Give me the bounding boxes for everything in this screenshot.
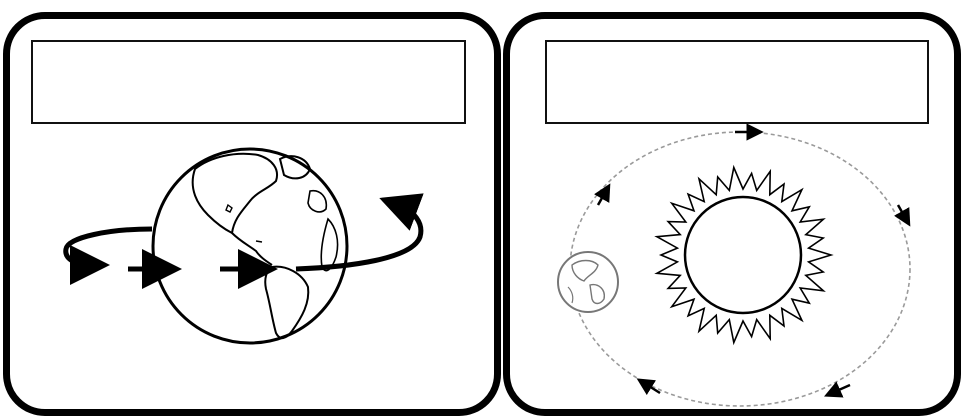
orbit-arrow-icon — [598, 191, 606, 205]
earth-globe-icon — [153, 149, 347, 343]
orbit-arrow-icon — [644, 383, 660, 393]
left-curved-arrow-icon — [66, 229, 152, 265]
revolution-illustration — [510, 19, 954, 409]
rotation-panel — [3, 12, 501, 416]
sun-icon — [657, 168, 831, 343]
orbit-arrow-icon — [832, 385, 850, 393]
orbit-arrow-icon — [898, 205, 906, 219]
earth-small-icon — [558, 252, 618, 312]
rotation-illustration — [10, 19, 494, 409]
revolution-panel — [503, 12, 961, 416]
